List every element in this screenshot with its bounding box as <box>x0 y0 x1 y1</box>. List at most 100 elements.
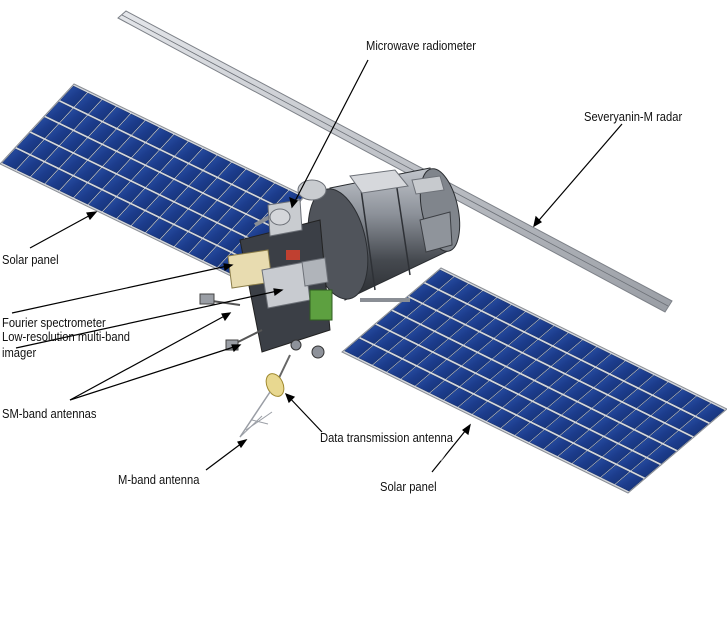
solar-cell <box>88 99 116 121</box>
leader-arrow-solar-panel-left <box>86 211 98 221</box>
solar-cell <box>59 131 87 153</box>
solar-cell <box>175 141 203 163</box>
solar-cell <box>409 283 438 303</box>
solar-cell <box>458 394 487 414</box>
solar-cell <box>543 436 573 457</box>
solar-cell <box>387 359 416 379</box>
solar-cell <box>232 214 260 236</box>
solar-cell <box>103 129 131 151</box>
solar-cell <box>619 430 648 450</box>
right-solar-panel <box>341 267 727 494</box>
solar-cell <box>435 318 465 338</box>
solar-cell <box>88 190 116 212</box>
solar-cell <box>565 360 595 381</box>
solar-cell <box>592 395 622 415</box>
solar-cell <box>60 85 88 107</box>
solar-cell <box>510 311 540 332</box>
solar-cell <box>615 471 644 492</box>
leader-arrow-low-res-imager <box>273 288 284 297</box>
solar-cell <box>476 360 506 380</box>
solar-cell <box>651 402 681 423</box>
solar-cell <box>117 113 145 135</box>
solar-cell <box>444 387 473 407</box>
solar-cell <box>663 430 693 451</box>
solar-cell <box>103 106 131 128</box>
solar-cell <box>606 402 636 422</box>
solar-cell <box>247 176 275 198</box>
solar-cell <box>608 381 638 402</box>
label-solar-panel-left: Solar panel <box>2 252 59 267</box>
solar-cell <box>160 179 188 202</box>
solar-cell <box>73 183 102 205</box>
solar-cell <box>545 416 575 436</box>
solar-cell <box>474 380 504 401</box>
solar-cell <box>639 375 668 395</box>
severyanin-radar-boom <box>117 10 673 313</box>
leader-sm-band-1 <box>69 312 231 401</box>
solar-cell <box>431 359 461 380</box>
solar-cell <box>494 325 524 345</box>
solar-cell <box>560 423 589 443</box>
solar-cell <box>596 354 625 374</box>
solar-cell <box>635 416 664 437</box>
solar-cell <box>417 352 447 373</box>
solar-cell <box>488 387 518 408</box>
left-solar-panel <box>0 83 306 277</box>
solar-cell <box>59 108 88 130</box>
solar-cell <box>45 146 73 168</box>
leader-severyanin-radar <box>533 123 623 227</box>
solar-cell <box>74 138 102 160</box>
solar-cell <box>407 304 436 324</box>
solar-cell <box>622 388 652 409</box>
solar-cell <box>160 225 188 247</box>
solar-cell <box>102 174 130 196</box>
leader-arrow-data-transmission <box>284 392 296 404</box>
solar-cell <box>521 360 550 380</box>
solar-cell <box>535 367 565 387</box>
solar-cell <box>604 423 634 443</box>
solar-cell <box>175 164 203 186</box>
leader-fourier-spectrometer <box>11 264 233 314</box>
solar-cell <box>174 209 202 231</box>
solar-cell <box>478 339 507 359</box>
solar-cell <box>45 101 73 123</box>
solar-cell <box>529 429 559 450</box>
solar-cell <box>117 136 145 158</box>
solar-cell <box>600 464 630 485</box>
solar-cell <box>681 396 711 416</box>
solar-cell <box>594 374 623 395</box>
solar-cell <box>16 155 44 177</box>
leader-arrow-fourier-spectrometer <box>223 263 234 272</box>
solar-cell <box>174 232 202 254</box>
solar-cell <box>218 185 246 207</box>
solar-cell <box>415 373 445 393</box>
solar-cell <box>539 325 568 346</box>
solar-cell <box>146 150 174 172</box>
solar-cell <box>558 443 587 464</box>
solar-cell <box>637 395 666 416</box>
solar-cell <box>610 361 640 381</box>
solar-cell <box>433 339 463 359</box>
solar-cell <box>401 366 430 386</box>
solar-cell <box>174 186 203 208</box>
solar-cell <box>131 120 160 142</box>
solar-cell <box>45 124 73 146</box>
solar-cell <box>621 409 650 429</box>
satellite-diagram: Roskosmos RussianSpaceWeb.com Microwave … <box>0 10 727 494</box>
solar-cell <box>586 457 616 478</box>
m-band-antenna-model <box>239 391 273 438</box>
solar-cell <box>390 317 420 338</box>
solar-cell <box>449 325 479 345</box>
solar-cell <box>146 172 174 195</box>
solar-cell <box>217 230 246 252</box>
solar-cell <box>574 430 603 450</box>
leader-data-transmission <box>285 393 323 433</box>
solar-cell <box>590 416 620 436</box>
solar-cell <box>624 368 654 388</box>
solar-cell <box>232 192 260 214</box>
solar-cell <box>562 402 591 422</box>
solar-cell <box>360 324 390 345</box>
solar-cell <box>515 422 544 443</box>
leader-arrow-solar-panel-right <box>462 423 471 436</box>
leader-lines <box>11 59 623 473</box>
